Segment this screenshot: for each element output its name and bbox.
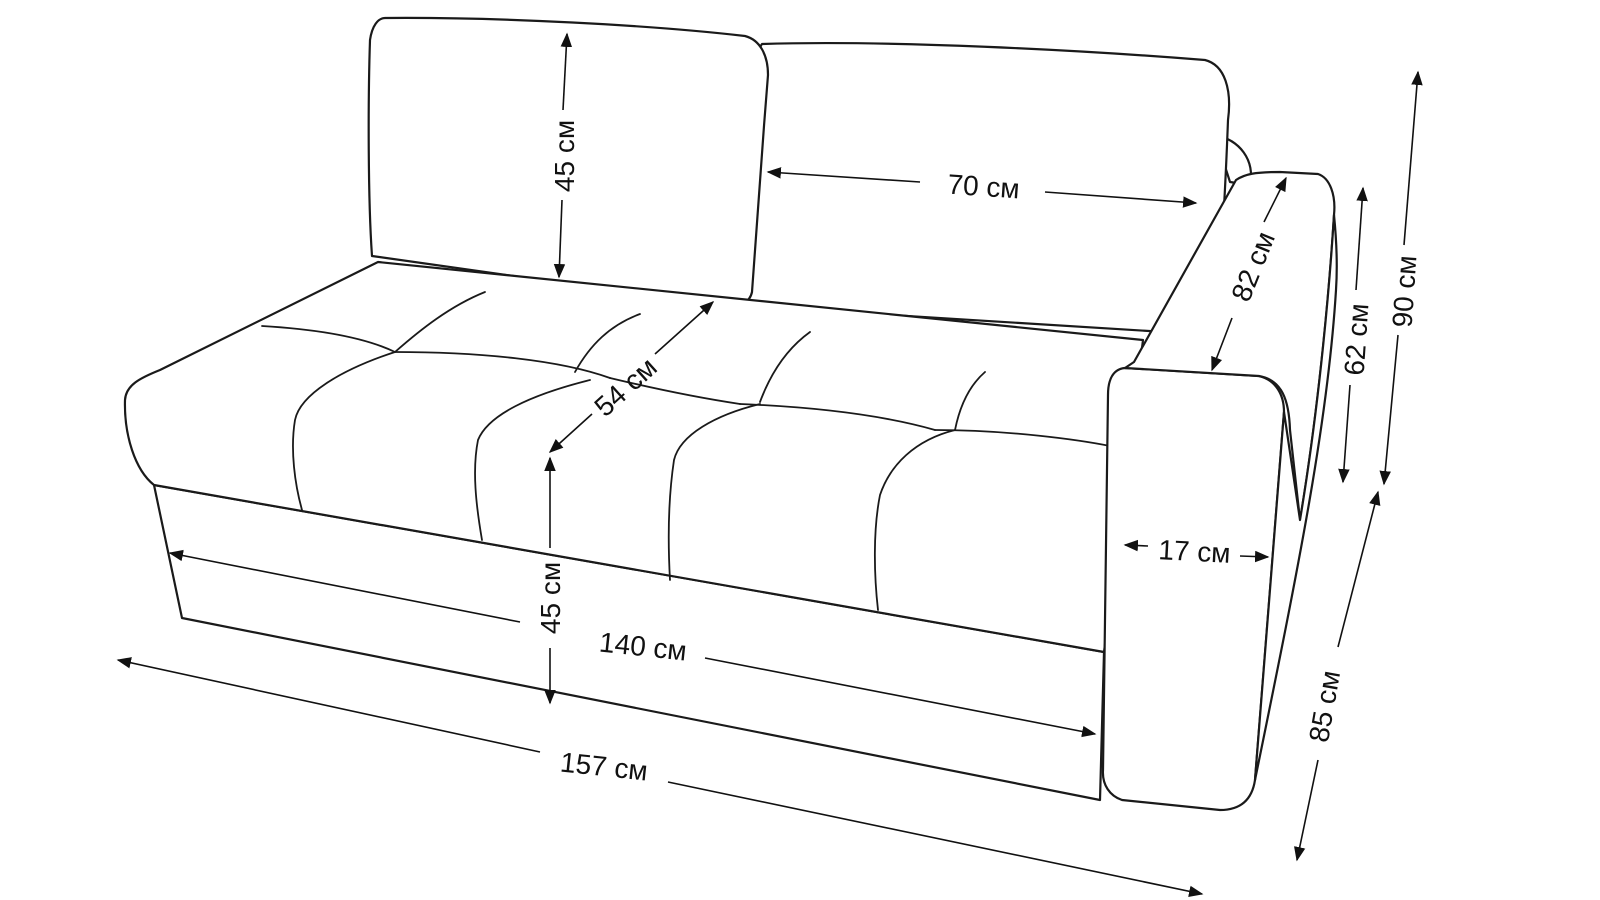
dim-total-width: [667, 781, 1204, 897]
seat-seam: [394, 291, 486, 353]
seat-seam: [474, 379, 591, 541]
sofa-drawing: [123, 16, 1338, 812]
seat-seam: [667, 403, 761, 581]
dim-seat-width: [704, 657, 1097, 738]
dim-armrest-height: [1338, 384, 1351, 484]
dim-total-height: [1403, 70, 1423, 246]
dim-armrest-width: [1123, 539, 1149, 552]
label-back-cushion-width: 70 см: [947, 169, 1021, 205]
dim-total-depth: [1294, 759, 1319, 862]
seat-seam: [609, 377, 741, 405]
seat-seam: [574, 313, 641, 373]
seat-seam: [934, 429, 1111, 447]
seat-seam: [261, 325, 396, 353]
dim-seat-depth: [654, 301, 715, 355]
label-total-depth: 85 см: [1303, 668, 1346, 744]
dimension-lines: [116, 32, 1423, 897]
dim-back-cushion-height: [560, 32, 573, 111]
dim-total-width: [116, 657, 541, 753]
seat-seam: [759, 331, 811, 403]
seat-seam: [873, 429, 956, 611]
dim-seat-width: [168, 549, 521, 623]
dim-back-cushion-width: [1044, 191, 1198, 208]
dim-armrest-length: [1263, 176, 1287, 223]
label-back-cushion-height: 45 см: [549, 120, 580, 192]
seat-seam: [292, 351, 396, 511]
dim-armrest-height: [1355, 186, 1368, 291]
label-total-height: 90 см: [1387, 254, 1423, 328]
label-total-width: 157 см: [559, 747, 650, 787]
armrest-front: [1101, 366, 1286, 812]
seat-seam: [394, 351, 611, 379]
seat-seam: [739, 403, 936, 431]
dim-back-cushion-height: [553, 199, 566, 279]
label-armrest-width: 17 см: [1158, 534, 1232, 569]
label-armrest-height: 62 см: [1339, 302, 1375, 376]
back-cushion-left: [367, 16, 770, 308]
dim-total-depth: [1337, 490, 1381, 648]
label-seat-height: 45 см: [535, 562, 566, 634]
dim-back-cushion-width: [766, 167, 921, 183]
seat-block: [123, 260, 1145, 654]
dim-armrest-width: [1239, 550, 1270, 563]
dim-armrest-length: [1211, 317, 1233, 372]
armrest-side: [1253, 213, 1338, 782]
dim-total-height: [1379, 334, 1399, 486]
seat-seam: [954, 371, 986, 431]
dim-seat-depth: [548, 413, 593, 453]
